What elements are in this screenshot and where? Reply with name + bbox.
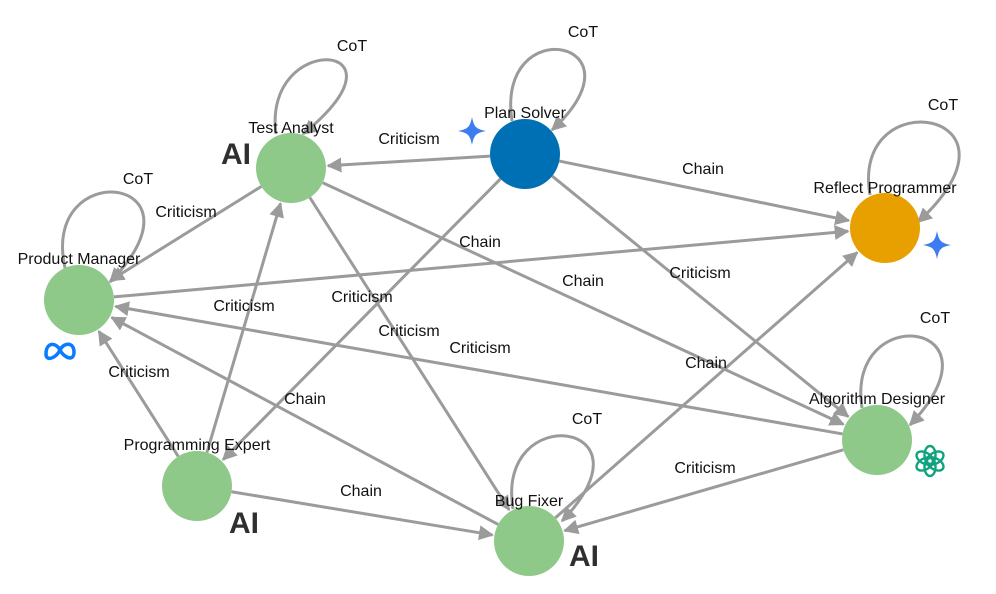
edge-label-criticism: Criticism: [108, 364, 169, 381]
edge-label-criticism: Criticism: [674, 460, 735, 477]
edge-algorithm_designer-to-bug_fixer: [563, 448, 844, 535]
edge-algorithm_designer-self-cot: [859, 334, 944, 427]
edge-label-cot: CoT: [123, 171, 153, 188]
gemini-sparkle-icon: [458, 117, 486, 145]
anthropic-logo-icon: AI: [569, 540, 599, 573]
edge-plan_solver-to-programming_expert: [221, 177, 502, 461]
meta-logo-icon: [44, 342, 76, 361]
node-label-product-manager: Product Manager: [18, 251, 141, 268]
node-label-plan-solver: Plan Solver: [484, 105, 566, 122]
edge-label-criticism: Criticism: [669, 265, 730, 282]
nodes-layer: [44, 119, 920, 576]
edge-label-criticism: Criticism: [378, 323, 439, 340]
openai-logo-icon: [915, 444, 945, 478]
node-label-algorithm-designer: Algorithm Designer: [809, 391, 946, 408]
edge-label-chain: Chain: [562, 273, 604, 290]
edge-label-criticism: Criticism: [155, 204, 216, 221]
edge-plan_solver-self-cot: [509, 48, 587, 132]
edge-algorithm_designer-to-product_manager: [113, 301, 843, 436]
edge-label-chain: Chain: [340, 483, 382, 500]
edge-test_analyst-self-cot: [273, 58, 348, 136]
edge-label-criticism: Criticism: [378, 131, 439, 148]
edge-label-chain: Chain: [459, 234, 501, 251]
edge-reflect_programmer-self-cot: [867, 120, 961, 224]
edge-label-cot: CoT: [928, 97, 958, 114]
edge-label-cot: CoT: [572, 411, 602, 428]
edge-programming_expert-to-product_manager: [97, 329, 180, 458]
edge-bug_fixer-to-reflect_programmer: [554, 251, 859, 520]
edge-label-chain: Chain: [682, 161, 724, 178]
edge-product_manager-to-reflect_programmer: [113, 225, 850, 299]
edge-label-chain: Chain: [685, 355, 727, 372]
edge-label-cot: CoT: [568, 24, 598, 41]
edge-label-criticism: Criticism: [449, 340, 510, 357]
anthropic-logo-icon: AI: [221, 138, 251, 171]
node-algorithm-designer: [842, 405, 912, 475]
edge-label-cot: CoT: [337, 38, 367, 55]
edge-plan_solver-to-algorithm_designer: [551, 174, 850, 418]
edge-product_manager-self-cot: [61, 190, 146, 284]
edge-programming_expert-to-bug_fixer: [231, 490, 494, 541]
node-label-bug-fixer: Bug Fixer: [495, 493, 564, 510]
node-label-test-analyst: Test Analyst: [248, 120, 334, 137]
node-label-programming-expert: Programming Expert: [124, 437, 271, 454]
edge-test_analyst-to-algorithm_designer: [322, 181, 845, 426]
node-label-reflect-programmer: Reflect Programmer: [813, 180, 957, 197]
node-programming-expert: [162, 451, 232, 521]
edge-test_analyst-to-product_manager: [109, 185, 263, 282]
edge-plan_solver-to-test_analyst: [326, 154, 491, 173]
edge-test_analyst-to-bug_fixer: [308, 196, 511, 512]
node-plan-solver: [490, 119, 560, 189]
edge-labels-layer: CoTCoTCoTCoTCoTCoTCriticismChainCriticis…: [108, 24, 958, 500]
edge-bug_fixer-self-cot: [510, 434, 595, 523]
edge-label-chain: Chain: [284, 391, 326, 408]
anthropic-logo-icon: AI: [229, 507, 259, 540]
node-test-analyst: [256, 133, 326, 203]
edge-label-criticism: Criticism: [213, 298, 274, 315]
node-reflect-programmer: [850, 193, 920, 263]
gemini-sparkle-icon: [923, 231, 951, 259]
edge-label-criticism: Criticism: [331, 289, 392, 306]
node-product-manager: [44, 265, 114, 335]
edge-label-cot: CoT: [920, 310, 950, 327]
edge-plan_solver-to-reflect_programmer: [558, 159, 851, 226]
node-bug-fixer: [494, 506, 564, 576]
edges-layer: [61, 48, 961, 541]
edge-bug_fixer-to-product_manager: [110, 316, 499, 526]
